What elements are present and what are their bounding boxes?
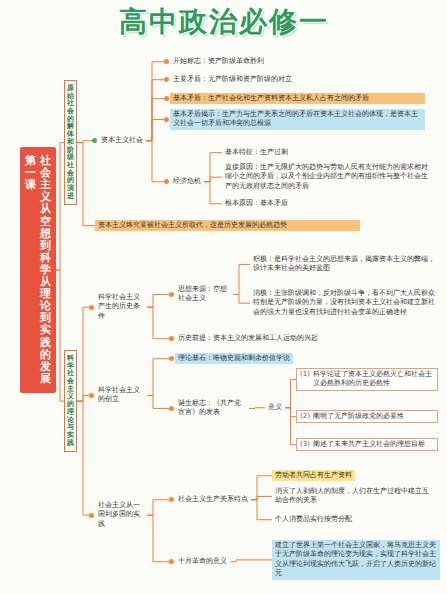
section-label: 科学社会主义的理论与实践 (64, 350, 77, 452)
vertical-text: 原始社会的解体和阶级社会的演进 (67, 85, 74, 200)
branch-connector (147, 359, 169, 396)
branch-connector (285, 379, 296, 407)
meaning-box: (1)科学论证了资本主义必然灭亡和社会主义必然胜利的历史必然性 (296, 368, 438, 391)
highlight-node: 资本主义终究要被社会主义所取代，这是历史发展的必然趋势 (95, 220, 360, 231)
node-text: 主要矛盾：无产阶级和资产阶级的对立 (173, 75, 292, 83)
node-text: 历史前提：资本主义的发展和工人运动的兴起 (178, 334, 318, 342)
branch-connector (147, 500, 169, 515)
node-text: 消灭了人剥削人的制度，人们在生产过程中建立互助合作的关系 (275, 487, 429, 504)
node-text: 思想来源：空想社会主义 (178, 285, 227, 302)
node-text: 个人消费品实行按劳分配 (275, 515, 352, 523)
callout-number: (1) (300, 370, 310, 389)
section-label: 原始社会的解体和阶级社会的演进 (64, 80, 77, 205)
meaning-box: (2)阐明了无产阶级政党的必要性 (296, 410, 438, 423)
topic-node: 资本主义社会 (98, 135, 146, 146)
leaf-node: 直接原因：生产无限扩大的趋势与劳动人民有支付能力的需求相对缩小之间的矛盾，以及个… (222, 162, 437, 192)
node-text: 基本矛盾揭示：生产力与生产关系之间的矛盾在资本主义社会的体现，是资本主义社会一切… (173, 110, 418, 127)
branch-connector (251, 476, 272, 500)
leaf-node: 根本原因：基本矛盾 (222, 198, 291, 209)
node-text: 资本主义社会 (101, 136, 143, 144)
leaf-node: 基本特征：生产过剩 (222, 147, 291, 158)
topic-node: 社会主义从一国到多国的实践 (95, 500, 147, 530)
branch-connector (146, 62, 164, 141)
callout-number: (3) (300, 440, 310, 449)
branch-connector (147, 294, 169, 307)
node-text: 建立了世界上第一个社会主义国家，将马克思主义关于无产阶级革命的理论变为现实，实现… (275, 541, 436, 577)
topic-node: 科学社会主义的创立 (95, 385, 147, 406)
node-text: 经济危机 (173, 177, 201, 185)
branch-connector (77, 395, 89, 401)
highlight-node: 理论基石：唯物史观和剩余价值学说 (175, 353, 293, 364)
node-text: 阐明了无产阶级政党的必要性 (313, 412, 404, 421)
topic-node: 经济危机 (170, 176, 204, 187)
branch-connector (204, 177, 222, 182)
page-title: 高中政治必修一 (0, 3, 447, 41)
branch-connector (146, 141, 164, 182)
node-text: 诞生标志：《共产党宣言》的发表 (178, 399, 241, 416)
node-text: 科学社会主义的创立 (98, 386, 140, 403)
vertical-text: 社会主义从空想到科学从理论到实践的发展 (40, 155, 51, 385)
leaf-node: 消极：主张阶级调和，反对阶级斗争，看不到广大人民群众特别是无产阶级的力量，没有找… (250, 288, 438, 318)
branch-connector (147, 515, 169, 562)
branch-connector (147, 395, 169, 408)
branch-connector (146, 80, 164, 141)
leaf-node: 意义 (265, 402, 285, 413)
node-text: 意义 (268, 403, 282, 411)
topic-node: 社会主义生产关系特点 (175, 494, 251, 505)
node-text: 十月革命的意义 (178, 557, 227, 565)
branch-connector (146, 119, 164, 140)
node-text: 资本主义终究要被社会主义所取代，这是历史发展的必然趋势 (98, 221, 287, 229)
leaf-node: 消灭了人剥削人的制度，人们在生产过程中建立互助合作的关系 (272, 486, 437, 507)
node-text: 理论基石：唯物史观和剩余价值学说 (178, 354, 290, 362)
node-text: 基本矛盾：生产社会化和生产资料资本主义私人占有之间的矛盾 (173, 94, 369, 102)
branch-connector (56, 270, 64, 401)
leaf-node: 历史前提：资本主义的发展和工人运动的兴起 (175, 333, 321, 344)
vertical-text: 科学社会主义的理论与实践 (67, 355, 74, 447)
leaf-node: 个人消费品实行按劳分配 (272, 514, 355, 525)
node-text: 开始标志：资产阶级革命胜利 (173, 57, 264, 65)
node-text: 劳动者共同占有生产资料 (275, 471, 352, 479)
branch-connector (146, 99, 164, 141)
node-text: 阐述了未来共产主义社会的理想目标 (313, 440, 425, 449)
branch-connector (249, 407, 265, 409)
node-text: 消极：主张阶级调和，反对阶级斗争，看不到广大人民群众特别是无产阶级的力量，没有找… (253, 289, 435, 316)
branch-connector (285, 408, 296, 445)
branch-connector (77, 143, 95, 226)
meaning-box: (3)阐述了未来共产主义社会的理想目标 (296, 438, 438, 451)
leaf-node: 主要矛盾：无产阶级和资产阶级的对立 (170, 74, 295, 85)
branch-connector (56, 143, 64, 270)
branch-connector (204, 153, 222, 182)
topic-node: 十月革命的意义 (175, 556, 230, 567)
highlight-node: 劳动者共同占有生产资料 (272, 470, 355, 481)
highlight-node: 建立了世界上第一个社会主义国家，将马克思主义关于无产阶级革命的理论变为现实，实现… (272, 540, 440, 580)
leaf-node: 开始标志：资产阶级革命胜利 (170, 56, 267, 67)
node-text: 基本特征：生产过剩 (225, 148, 288, 156)
branch-connector (77, 307, 89, 401)
branch-connector (77, 401, 89, 515)
node-text: 社会主义从一国到多国的实践 (98, 501, 140, 528)
callout-number: (2) (300, 412, 310, 421)
node-text: 直接原因：生产无限扩大的趋势与劳动人民有支付能力的需求相对缩小之间的矛盾，以及个… (225, 163, 428, 190)
topic-node: 诞生标志：《共产党宣言》的发表 (175, 398, 249, 419)
branch-connector (204, 182, 222, 204)
topic-node: 思想来源：空想社会主义 (175, 284, 233, 305)
branch-connector (230, 560, 272, 562)
branch-connector (233, 264, 250, 294)
branch-connector (147, 307, 169, 339)
branch-connector (233, 294, 250, 303)
lesson-band: 第一课社会主义从空想到科学从理论到实践的发展 (20, 147, 56, 393)
highlight-node: 基本矛盾揭示：生产力与生产关系之间的矛盾在资本主义社会的体现，是资本主义社会一切… (170, 109, 425, 130)
node-text: 根本原因：基本矛盾 (225, 199, 288, 207)
node-text: 积极：是科学社会主义的思想来源，揭露资本主义的弊端，设计未来社会的美好蓝图 (253, 255, 435, 272)
vertical-text: 第一课 (25, 155, 36, 385)
node-text: 科学社会主义产生的历史条件 (98, 293, 140, 320)
topic-node: 科学社会主义产生的历史条件 (95, 292, 147, 322)
node-text: 科学论证了资本主义必然灭亡和社会主义必然胜利的历史必然性 (313, 370, 434, 389)
highlight-node: 基本矛盾：生产社会化和生产资料资本主义私人占有之间的矛盾 (170, 93, 425, 104)
node-text: 社会主义生产关系特点 (178, 495, 248, 503)
leaf-node: 积极：是科学社会主义的思想来源，揭露资本主义的弊端，设计未来社会的美好蓝图 (250, 254, 438, 275)
branch-connector (251, 500, 272, 520)
